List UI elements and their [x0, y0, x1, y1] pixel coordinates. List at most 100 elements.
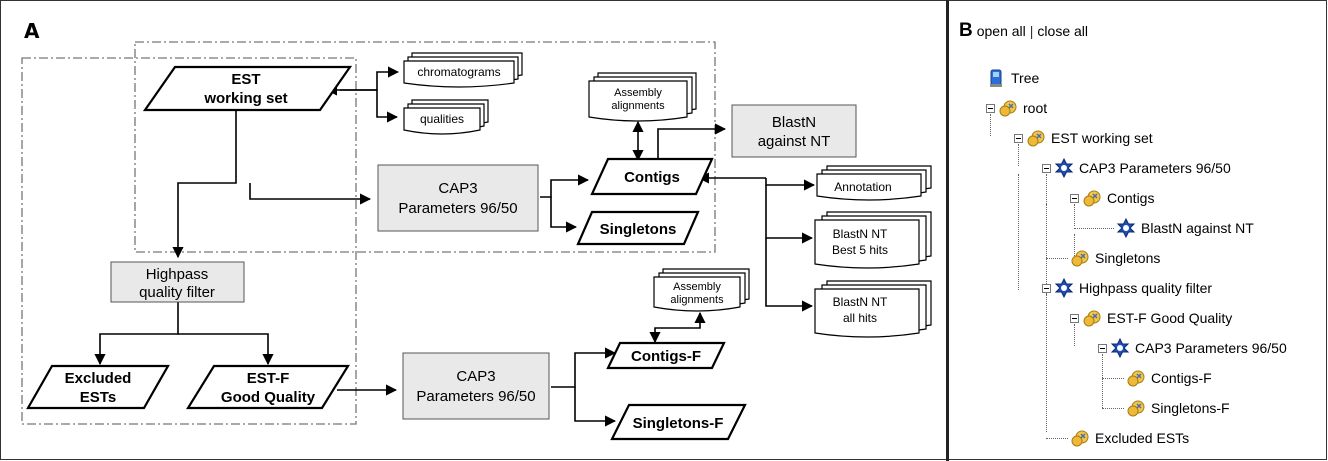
contigs-f-node[interactable]: Contigs-F — [606, 341, 726, 370]
collapse-toggle[interactable] — [1014, 134, 1023, 143]
blastn-against-nt-box[interactable]: BlastN against NT — [731, 104, 857, 158]
quality-group-box — [21, 57, 357, 425]
collapse-toggle[interactable] — [1070, 194, 1079, 203]
toolbar-separator: | — [1029, 23, 1034, 39]
excluded-ests-label-a: Excluded — [65, 370, 132, 387]
folder-icon — [1083, 310, 1101, 327]
contigs-node[interactable]: Contigs — [590, 157, 714, 196]
tree-line — [1046, 438, 1068, 439]
collapse-toggle[interactable] — [986, 104, 995, 113]
highpass-label-b: quality filter — [139, 284, 215, 301]
highpass-filter-box[interactable]: Highpass quality filter — [110, 261, 245, 303]
annotation-label: Annotation — [834, 180, 891, 194]
panel-a-label: A — [24, 19, 40, 43]
tree-line — [1074, 204, 1075, 226]
tree-line — [1102, 378, 1124, 379]
collapse-toggle[interactable] — [1070, 314, 1079, 323]
tree-panel: B open all | close all Tree — [950, 0, 1328, 461]
qualities-label: qualities — [420, 112, 464, 126]
tree-line — [1102, 354, 1103, 408]
collapse-toggle[interactable] — [1042, 164, 1051, 173]
contigs-label: Contigs — [624, 169, 680, 186]
collapse-toggle[interactable] — [1042, 284, 1051, 293]
folder-icon — [1027, 130, 1045, 147]
panel-divider — [946, 0, 949, 461]
blastn-best5-label-a: BlastN NT — [833, 227, 888, 241]
est-f-node[interactable]: EST-F Good Quality — [186, 364, 350, 410]
assembly-alignments-doc-2[interactable]: Assembly alignments — [653, 268, 750, 312]
assembly-alignments-label-2a: Assembly — [673, 281, 721, 293]
tree-node-cap3-params[interactable]: CAP3 Parameters 96/50 — [1054, 158, 1231, 178]
excluded-ests-label-b: ESTs — [80, 389, 116, 406]
pipeline-diagram: A chromat — [21, 19, 932, 441]
est-working-set-label-b: working set — [203, 90, 287, 107]
singletons-f-label: Singletons-F — [633, 415, 724, 432]
tree-node-label: Singletons — [1095, 250, 1161, 266]
blastn-all-label-b: all hits — [843, 311, 877, 325]
tree-node-est-working-set[interactable]: EST working set — [1026, 128, 1153, 148]
tree-node-contigs[interactable]: Contigs — [1082, 188, 1154, 208]
tree-node-label: Contigs — [1107, 190, 1155, 206]
contigs-f-label: Contigs-F — [631, 348, 701, 365]
annotation-doc[interactable]: Annotation — [816, 165, 932, 201]
tree-node-label: BlastN against NT — [1141, 220, 1254, 236]
est-f-label-a: EST-F — [247, 370, 290, 387]
tree-node-label: root — [1023, 100, 1048, 116]
blastn-best5-doc[interactable]: BlastN NT Best 5 hits — [814, 211, 932, 269]
cap3-2-label-a: CAP3 — [456, 368, 495, 385]
tree-node-singletons[interactable]: Singletons — [1070, 248, 1160, 268]
excluded-ests-node[interactable]: Excluded ESTs — [26, 364, 170, 410]
assembly-alignments-label-1b: alignments — [611, 100, 665, 112]
qualities-doc[interactable]: qualities — [403, 99, 489, 135]
tree-line — [1074, 324, 1075, 346]
tree-node-label: CAP3 Parameters 96/50 — [1079, 160, 1231, 176]
assembly-group-box — [134, 41, 716, 253]
folder-icon — [1071, 250, 1089, 267]
tree-node-singletons-f[interactable]: Singletons-F — [1126, 398, 1230, 418]
tree-node-root[interactable]: root — [998, 98, 1047, 118]
tree-node-blastn-against-nt[interactable]: BlastN against NT — [1116, 218, 1254, 238]
singletons-f-node[interactable]: Singletons-F — [610, 403, 747, 441]
blastn-against-nt-label-a: BlastN — [772, 114, 816, 131]
assembly-alignments-label-1a: Assembly — [614, 87, 662, 99]
tree-node-label: Contigs-F — [1151, 370, 1212, 386]
cap3-2-label-b: Parameters 96/50 — [416, 388, 535, 405]
assembly-alignments-label-2b: alignments — [670, 294, 724, 306]
tree-node-label: Tree — [1011, 70, 1040, 86]
tree-node-label: Excluded ESTs — [1095, 430, 1190, 446]
cap3-box-1[interactable]: CAP3 Parameters 96/50 — [377, 164, 539, 232]
tree-node-cap3-params-2[interactable]: CAP3 Parameters 96/50 — [1110, 338, 1287, 358]
est-f-label-b: Good Quality — [221, 389, 316, 406]
tree-node-label: CAP3 Parameters 96/50 — [1135, 340, 1287, 356]
tree-line — [1074, 228, 1114, 229]
folder-icon — [1127, 370, 1145, 387]
open-all-link[interactable]: open all — [976, 23, 1026, 39]
singletons-node[interactable]: Singletons — [576, 210, 700, 246]
tree-node-label: EST working set — [1051, 130, 1153, 146]
tree-line — [1018, 144, 1019, 166]
blastn-all-doc[interactable]: BlastN NT all hits — [814, 280, 932, 338]
tree-node-highpass-filter[interactable]: Highpass quality filter — [1054, 278, 1212, 298]
panel-b-label: B — [959, 20, 973, 41]
close-all-link[interactable]: close all — [1037, 23, 1089, 39]
tree-line — [1018, 174, 1019, 290]
cap3-box-2[interactable]: CAP3 Parameters 96/50 — [402, 352, 550, 420]
tree-node-label: Highpass quality filter — [1079, 280, 1213, 296]
process-icon — [1110, 338, 1130, 358]
tree-node-tree[interactable]: Tree — [986, 68, 1039, 88]
assembly-alignments-doc-1[interactable]: Assembly alignments — [588, 72, 697, 122]
tree-line — [1046, 204, 1047, 258]
connectors — [94, 66, 816, 427]
tree-node-excluded-ests[interactable]: Excluded ESTs — [1070, 428, 1189, 448]
chromatograms-label: chromatograms — [417, 65, 500, 79]
tree-node-label: EST-F Good Quality — [1107, 310, 1233, 326]
chromatograms-doc[interactable]: chromatograms — [403, 52, 523, 88]
tree-node-est-f[interactable]: EST-F Good Quality — [1082, 308, 1232, 328]
process-icon — [1054, 158, 1074, 178]
collapse-toggle[interactable] — [1098, 344, 1107, 353]
folder-icon — [1083, 190, 1101, 207]
tree-node-contigs-f[interactable]: Contigs-F — [1126, 368, 1212, 388]
est-working-set-node[interactable]: EST working set — [142, 65, 353, 112]
cap3-1-label-a: CAP3 — [438, 180, 477, 197]
